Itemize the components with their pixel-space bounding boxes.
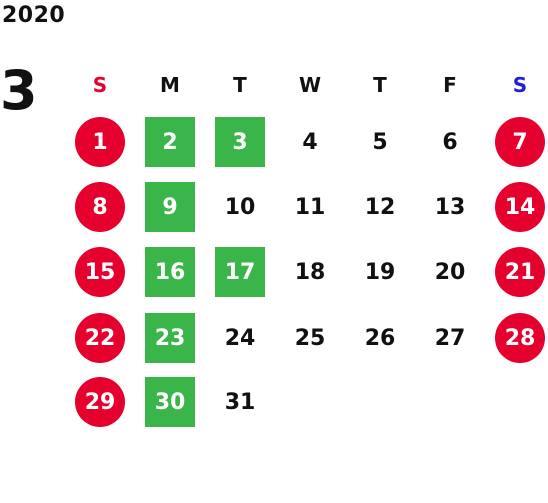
day-cell[interactable]: 25 — [294, 325, 326, 351]
day-cell-highlighted[interactable]: 3 — [215, 117, 265, 167]
day-cell[interactable]: 10 — [224, 194, 256, 220]
week-row: 22 23 24 25 26 27 28 — [67, 313, 548, 363]
day-cell-highlighted[interactable]: 17 — [215, 247, 265, 297]
day-cell-highlighted[interactable]: 30 — [145, 377, 195, 427]
day-cell[interactable]: 24 — [224, 325, 256, 351]
day-cell[interactable]: 5 — [372, 129, 388, 155]
day-cell-highlighted[interactable]: 16 — [145, 247, 195, 297]
day-cell-holiday[interactable]: 21 — [495, 247, 545, 297]
day-cell-highlighted[interactable]: 23 — [145, 313, 195, 363]
day-cell[interactable]: 6 — [442, 129, 458, 155]
day-cell-holiday[interactable]: 22 — [75, 313, 125, 363]
weekday-header-saturday: S — [512, 73, 528, 97]
day-cell[interactable]: 18 — [294, 259, 326, 285]
day-cell[interactable]: 19 — [364, 259, 396, 285]
day-cell-holiday[interactable]: 15 — [75, 247, 125, 297]
week-row: 15 16 17 18 19 20 21 — [67, 247, 548, 297]
day-cell[interactable]: 11 — [294, 194, 326, 220]
weekday-header-tuesday: T — [233, 73, 247, 97]
weekday-header-friday: F — [443, 73, 457, 97]
day-cell[interactable]: 31 — [224, 389, 256, 415]
day-cell-highlighted[interactable]: 2 — [145, 117, 195, 167]
month-number: 3 — [0, 59, 38, 122]
day-cell[interactable]: 12 — [364, 194, 396, 220]
day-cell-holiday[interactable]: 7 — [495, 117, 545, 167]
day-cell[interactable]: 20 — [434, 259, 466, 285]
day-cell[interactable]: 26 — [364, 325, 396, 351]
day-cell-holiday[interactable]: 8 — [75, 182, 125, 232]
week-row: 29 30 31 — [67, 377, 548, 427]
day-cell[interactable]: 4 — [302, 129, 318, 155]
day-cell[interactable]: 13 — [434, 194, 466, 220]
day-cell-holiday[interactable]: 29 — [75, 377, 125, 427]
day-cell[interactable]: 27 — [434, 325, 466, 351]
day-cell-holiday[interactable]: 1 — [75, 117, 125, 167]
day-cell-holiday[interactable]: 28 — [495, 313, 545, 363]
year-label: 2020 — [2, 3, 66, 28]
weekday-header-thursday: T — [373, 73, 387, 97]
day-cell-holiday[interactable]: 14 — [495, 182, 545, 232]
day-cell-highlighted[interactable]: 9 — [145, 182, 195, 232]
weekday-header-monday: M — [160, 73, 180, 97]
weekday-header-sunday: S — [92, 73, 108, 97]
weekday-header-wednesday: W — [298, 73, 322, 97]
